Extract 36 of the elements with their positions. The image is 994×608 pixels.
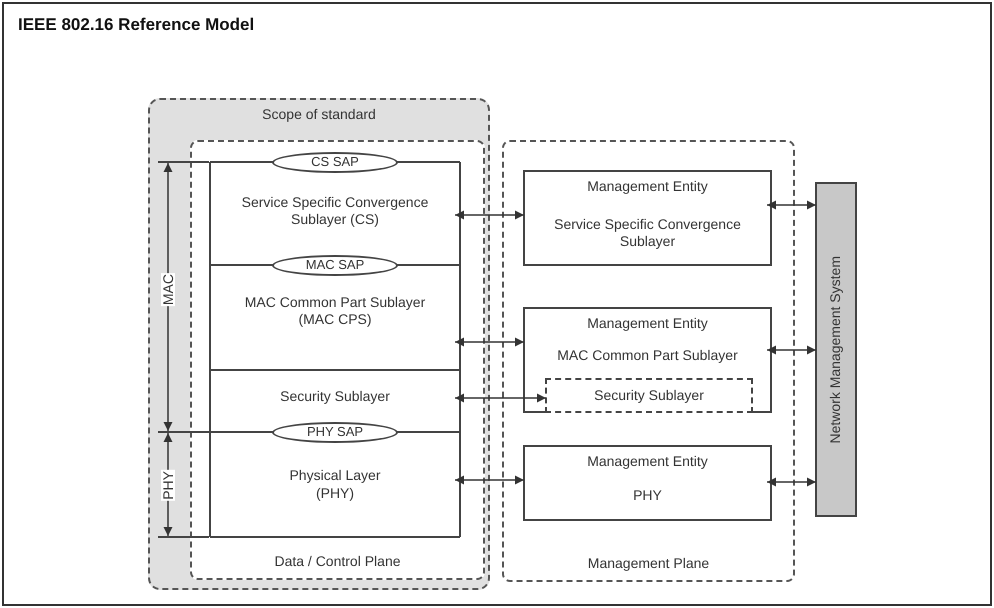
entity-heading: Management Entity	[587, 453, 708, 470]
dimension-label: MAC	[161, 273, 175, 307]
region-label: Management Plane	[586, 554, 710, 572]
region-label: Data / Control Plane	[273, 552, 402, 570]
diagram-title: IEEE 802.16 Reference Model	[18, 14, 254, 36]
dimension-label: PHY	[161, 470, 175, 500]
layer-label: Security Sublayer	[280, 388, 390, 406]
region-label: Scope of standard	[261, 106, 377, 124]
entity-box	[523, 307, 772, 413]
plane-region	[502, 140, 795, 582]
scope-region	[148, 98, 490, 590]
entity-label: MAC Common Part Sublayer	[557, 346, 738, 364]
entity-heading: Management Entity	[587, 315, 708, 332]
sap-label: CS SAP	[311, 154, 359, 171]
double-arrow	[455, 476, 524, 484]
layer-label: Service Specific Convergence Sublayer (CS)	[240, 194, 430, 228]
entity-label: PHY	[633, 486, 662, 504]
entity-box	[523, 170, 772, 266]
plane-region	[190, 140, 485, 580]
sap-label: MAC SAP	[306, 257, 364, 274]
layer-label: MAC Common Part Sublayer (MAC CPS)	[244, 294, 426, 328]
system-label: Network Management System	[827, 256, 844, 444]
double-arrow	[455, 210, 524, 220]
double-arrow	[455, 338, 524, 346]
entity-label: Service Specific Convergence Sublayer	[553, 216, 742, 250]
double-arrow	[455, 394, 546, 402]
double-arrow	[767, 478, 816, 486]
layer-label: Physical Layer (PHY)	[288, 467, 382, 502]
sublayer-box	[545, 378, 753, 413]
layer-label: Security Sublayer	[594, 386, 704, 404]
system-bar	[815, 182, 857, 517]
entity-box	[523, 445, 772, 521]
double-arrow	[767, 346, 816, 354]
sap-label: PHY SAP	[306, 424, 364, 441]
double-arrow	[767, 200, 816, 210]
entity-heading: Management Entity	[587, 178, 708, 196]
